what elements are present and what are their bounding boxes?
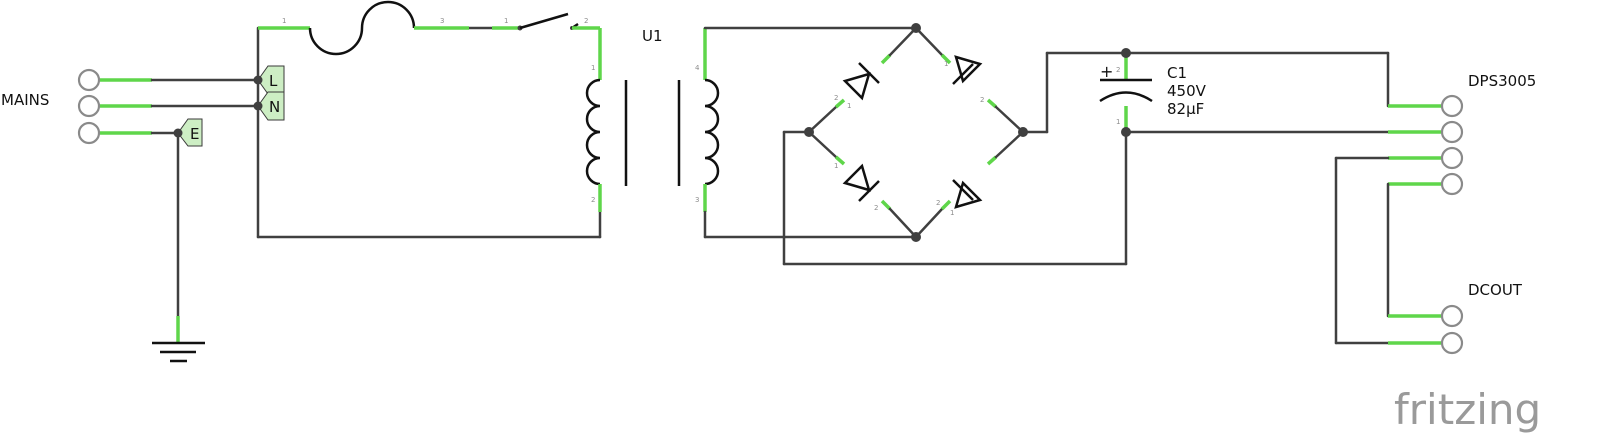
dcout-terminal-1[interactable]	[1440, 304, 1464, 328]
svg-text:4: 4	[695, 64, 700, 72]
svg-text:2: 2	[980, 96, 984, 104]
svg-text:1: 1	[591, 64, 595, 72]
diode-d4: 2 1	[914, 130, 1025, 239]
capacitor-voltage-label: 450V	[1167, 82, 1207, 100]
capacitor-c1: + 2 1	[1099, 53, 1153, 132]
capacitor-value-label: 82µF	[1167, 100, 1204, 118]
svg-text:1: 1	[834, 162, 838, 170]
capacitor-ref-label: C1	[1167, 64, 1187, 82]
diode-d3: 1 2	[807, 130, 918, 239]
svg-text:2: 2	[584, 17, 588, 25]
capacitor-plus-sign: +	[1100, 62, 1113, 81]
output-wires	[1334, 156, 1390, 345]
transformer-label: U1	[642, 27, 663, 45]
plug-earth-label: E	[190, 125, 199, 143]
mains-wires	[150, 78, 260, 135]
svg-text:1: 1	[944, 60, 948, 68]
svg-text:1: 1	[282, 17, 286, 25]
svg-text:2: 2	[834, 94, 838, 102]
psu-label: DPS3005	[1468, 72, 1536, 90]
mains-terminal-live[interactable]	[77, 68, 101, 92]
plug-live-label: L	[269, 72, 278, 90]
mains-label: MAINS	[1, 91, 49, 109]
ground-symbol	[152, 131, 205, 363]
psu-terminal-4[interactable]	[1440, 172, 1464, 196]
transformer-secondary: 4 3	[695, 28, 720, 212]
mains-terminal-neutral[interactable]	[77, 94, 101, 118]
mains-terminal-earth[interactable]	[77, 121, 101, 145]
psu-terminal-2[interactable]	[1440, 120, 1464, 144]
diode-d1: 2 1	[807, 26, 918, 134]
transformer-primary: 1 2	[585, 28, 602, 212]
svg-text:2: 2	[1116, 66, 1120, 74]
svg-text:3: 3	[695, 196, 699, 204]
svg-text:1: 1	[1116, 118, 1120, 126]
plug-neutral: N	[257, 91, 285, 121]
psu-terminal-3[interactable]	[1440, 146, 1464, 170]
power-switch[interactable]: 1 2	[492, 12, 600, 31]
mains-connector	[77, 68, 152, 145]
svg-text:1: 1	[504, 17, 508, 25]
psu-terminal-1[interactable]	[1440, 94, 1464, 118]
svg-text:2: 2	[874, 204, 878, 212]
dcout-label: DCOUT	[1468, 281, 1523, 299]
svg-text:2: 2	[591, 196, 595, 204]
primary-wires	[256, 26, 602, 239]
fritzing-logo: fritzing	[1394, 385, 1541, 434]
diode-d2: 1 2	[914, 26, 1025, 134]
svg-text:1: 1	[847, 102, 851, 110]
svg-text:2: 2	[936, 199, 940, 207]
dcout-terminal-2[interactable]	[1440, 331, 1464, 355]
psu-connector	[1388, 94, 1464, 196]
dcout-connector	[1388, 304, 1464, 355]
secondary-wires	[703, 26, 918, 239]
svg-text:3: 3	[440, 17, 444, 25]
plug-neutral-label: N	[269, 98, 280, 116]
plug-earth: E	[177, 118, 203, 147]
fuse: 1 3	[258, 0, 469, 56]
transformer-core	[624, 80, 681, 186]
plug-live: L	[257, 65, 285, 95]
bridge-rectifier: 2 1 1 2 1 2	[807, 26, 1025, 239]
dc-bus-wires	[782, 51, 1390, 266]
svg-text:1: 1	[950, 209, 954, 217]
